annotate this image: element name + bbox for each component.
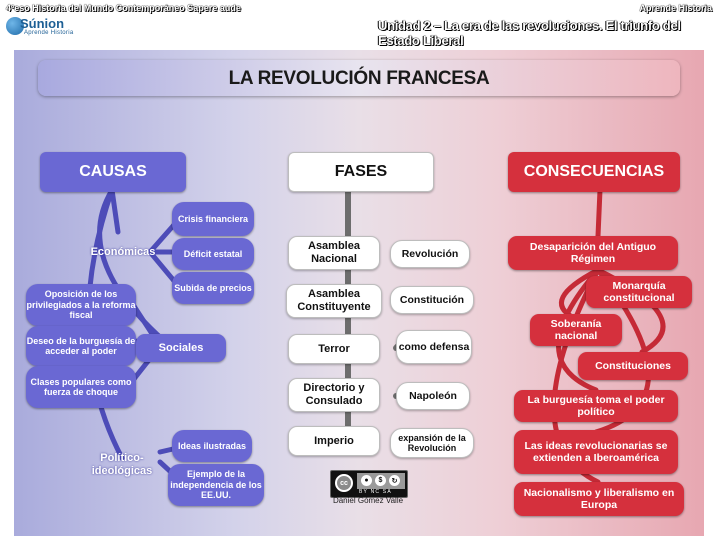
cc-license: cc ● $ ↻ BY NC SA [330, 470, 408, 522]
title-banner: LA REVOLUCIÓN FRANCESA [38, 60, 680, 96]
phase-item: Asamblea Nacional [288, 236, 380, 270]
cause-social-item: Deseo de la burguesía de acceder al pode… [26, 326, 136, 366]
phase-note: Napoleón [396, 382, 470, 410]
consequence-item: Monarquía constitucional [586, 276, 692, 308]
phase-note: Revolución [390, 240, 470, 268]
cause-political-item: Ejemplo de la independencia de los EE.UU… [168, 464, 264, 506]
phase-item: Directorio y Consulado [288, 378, 380, 412]
cause-social-item: Oposición de los privilegiados a la refo… [26, 284, 136, 326]
nc-icon: $ [375, 475, 386, 486]
consequence-item: Constituciones [578, 352, 688, 380]
consequence-item: La burguesía toma el poder político [514, 390, 678, 422]
phase-note: expansión de la Revolución [390, 428, 474, 458]
phase-item: Terror [288, 334, 380, 364]
cc-badge: cc ● $ ↻ BY NC SA [330, 470, 408, 498]
causes-header: CAUSAS [40, 152, 186, 192]
cause-political: Político-ideológicas [91, 452, 153, 477]
cause-economic: Económicas [90, 245, 156, 258]
cause-economic-item: Subida de precios [172, 272, 254, 304]
by-icon: ● [361, 475, 372, 486]
sunion-logo: Súnion Aprende Historia [6, 14, 96, 38]
consequences-header: CONSECUENCIAS [508, 152, 680, 192]
phase-note: Constitución [390, 286, 474, 314]
connector-causas-economicas [109, 187, 121, 235]
cause-economic-item: Crisis financiera [172, 202, 254, 236]
cc-icon: cc [335, 474, 353, 492]
phase-item: Imperio [288, 426, 380, 456]
unit-title: Unidad 2 – La era de las revoluciones. E… [378, 18, 681, 48]
connector-consecuencias [595, 187, 603, 239]
header-section: Aprende Historia [639, 3, 712, 13]
consequence-item: Desaparición del Antiguo Régimen [508, 236, 678, 270]
logo-name: Súnion [20, 16, 65, 31]
consequence-item: Soberanía nacional [530, 314, 622, 346]
cause-economic-item: Déficit estatal [172, 238, 254, 270]
header-course: 4ºeso Historia del Mundo Contemporáneo S… [6, 3, 241, 13]
logo-globe-icon [6, 17, 24, 35]
cause-political-item: Ideas ilustradas [172, 430, 252, 462]
sa-icon: ↻ [389, 475, 400, 486]
cause-social-item: Clases populares como fuerza de choque [26, 366, 136, 408]
phase-note: como defensa [396, 330, 472, 364]
cause-social: Sociales [136, 334, 226, 362]
cc-tags: BY NC SA [359, 489, 392, 495]
author-credit: Daniel Gómez Valle [332, 496, 404, 505]
consequence-item: Las ideas revolucionarias se extienden a… [514, 430, 678, 474]
diagram-title: LA REVOLUCIÓN FRANCESA [228, 68, 490, 89]
logo-subtitle: Aprende Historia [24, 30, 74, 36]
phase-item: Asamblea Constituyente [286, 284, 382, 318]
consequence-item: Nacionalismo y liberalismo en Europa [514, 482, 684, 516]
phases-header: FASES [288, 152, 434, 192]
